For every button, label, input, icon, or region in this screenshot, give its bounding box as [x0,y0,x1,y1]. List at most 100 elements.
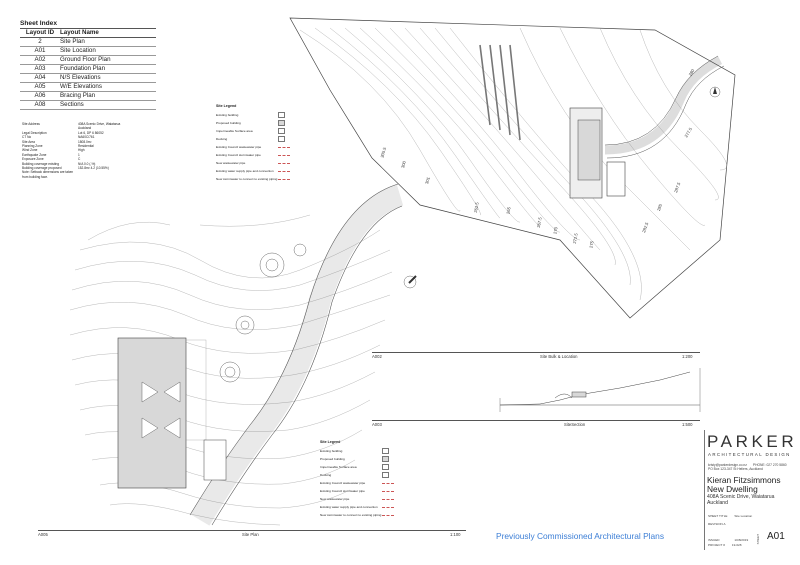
contact-phone: PHONE: 027 270 5860 [752,463,787,467]
legend-line-swatch [278,154,290,156]
view-plan-scale: 1:100 [450,532,461,537]
legend-line-swatch [382,506,394,508]
legend-line-swatch [278,146,290,148]
layout-id: 2 [38,38,42,45]
site-boundary [289,17,736,319]
layout-id: A04 [34,74,46,81]
contour-label: 305.5 [379,146,388,159]
legend-item-label: Existing Council wastewater pipe [216,145,262,149]
bulk-location-drawing [289,17,736,319]
site-plan-drawing [69,183,404,526]
legend-item: Existing Council stormwater pipe [216,151,290,159]
legend-item: New wastewater pipe [216,159,290,167]
north-arrow-bottom [403,275,417,289]
layout-id: A01 [34,47,46,54]
issued-row: ISSUED 10/8/2019 [708,538,748,542]
legend-item: Existing building [320,447,394,455]
legend-item-label: Decking [320,473,332,477]
contour-label: 285 [655,203,664,212]
contour-label: 301 [424,176,431,185]
layout-id: A03 [34,65,46,72]
sheet-title-row: SHEET TITLE Site Location [708,514,752,518]
view-plan-id: A005 [38,532,48,537]
north-arrow-top [709,86,721,98]
view-section-title: SiteSection [564,422,586,427]
legend-item-label: Existing water supply pipe and connectio… [216,169,274,173]
sheet-index-title: Sheet Index [20,20,156,29]
contour-label: 282.5 [641,221,650,234]
site-info-key: Site Address [22,122,40,126]
legend-item: New stormwater to connect to existing pi… [216,175,290,183]
contour-label: 277.5 [683,126,694,139]
site-info-row: Note: Setback dimensions are taken from … [22,170,126,179]
view-section-label: A003 SiteSection 1:500 [372,420,700,427]
legend-item: Existing water supply pipe and connectio… [320,503,394,511]
legend-swatch [382,472,389,478]
sheet-index-row: A01 Site Location [20,47,156,56]
site-info-value: N/A 0.0 (-%) [78,161,96,166]
view-plan-title: Site Plan [242,532,259,537]
contour-label: 270 [552,226,559,235]
site-info-key: Earthquake Zone [22,152,47,157]
layout-id: A05 [34,83,46,90]
contact-po-box: PO Box 123-347 St Heliers, Auckland [708,467,763,472]
view-bulk-scale: 1:200 [682,354,693,359]
site-info-key: Exposure Zone [22,157,44,162]
legend-item-label: Existing water supply pipe and connectio… [320,505,378,509]
header-layout-name: Layout Name [60,29,99,36]
legend-item: Proposed building [320,455,394,463]
project-row: PROJECT # 19-028 [708,543,741,547]
layout-name: Ground Floor Plan [60,56,111,63]
legend-swatch [382,456,389,462]
site-info-key: Site Area [22,139,35,144]
legend-item-label: Proposed building [320,457,345,461]
site-section-drawing [499,368,701,412]
legend-swatch [278,128,285,134]
contour-label: 272.5 [571,232,579,245]
site-info-value: High [78,148,85,153]
view-section-id: A003 [372,422,382,427]
legend-item: Existing Council wastewater pipe [216,143,290,151]
legend-item-label: Existing building [216,113,239,117]
legend-item: Existing Council stormwater pipe [320,487,394,495]
legend-item: Decking [216,135,290,143]
contour-label: 275 [588,240,595,249]
brand-subtitle: ARCHITECTURAL DESIGN [708,452,791,457]
sheet-number: A01 [767,531,785,542]
legend-item: Proposed building [216,119,290,127]
project-address: 408A Scenic Drive, Waiatarua Auckland [707,494,774,506]
legend-line-swatch [382,498,394,500]
site-info-value: NA60C/761 [78,135,95,140]
legend-item-label: New stormwater to connect to existing pi… [216,177,278,181]
site-info-value: Lot 6, DP 6 86052 [78,130,104,135]
project-label: PROJECT # [708,543,725,547]
site-info-value: Residential [78,144,94,149]
legend-swatch [278,120,285,126]
brand-logo: PARKER [707,432,798,451]
view-bulk-id: A002 [372,354,382,359]
sheet-index-header: Layout ID Layout Name [20,29,156,38]
legend-line-swatch [382,490,394,492]
issued-label: ISSUED [708,538,720,542]
site-info-value: 152.8m² 4.2 (10.55%) [78,166,109,171]
legend-item: Existing building [216,111,290,119]
site-info-key: Building coverage existing [22,161,60,166]
site-info-row: Auckland [22,126,126,130]
legend-line-swatch [382,482,394,484]
legend-item-label: Existing Council stormwater pipe [216,153,261,157]
layout-name: Site Location [60,47,96,54]
legend-item-label: Existing Council wastewater pipe [320,481,366,485]
layout-name: Sections [60,101,84,108]
sheet-title-label: SHEET TITLE [708,514,728,518]
